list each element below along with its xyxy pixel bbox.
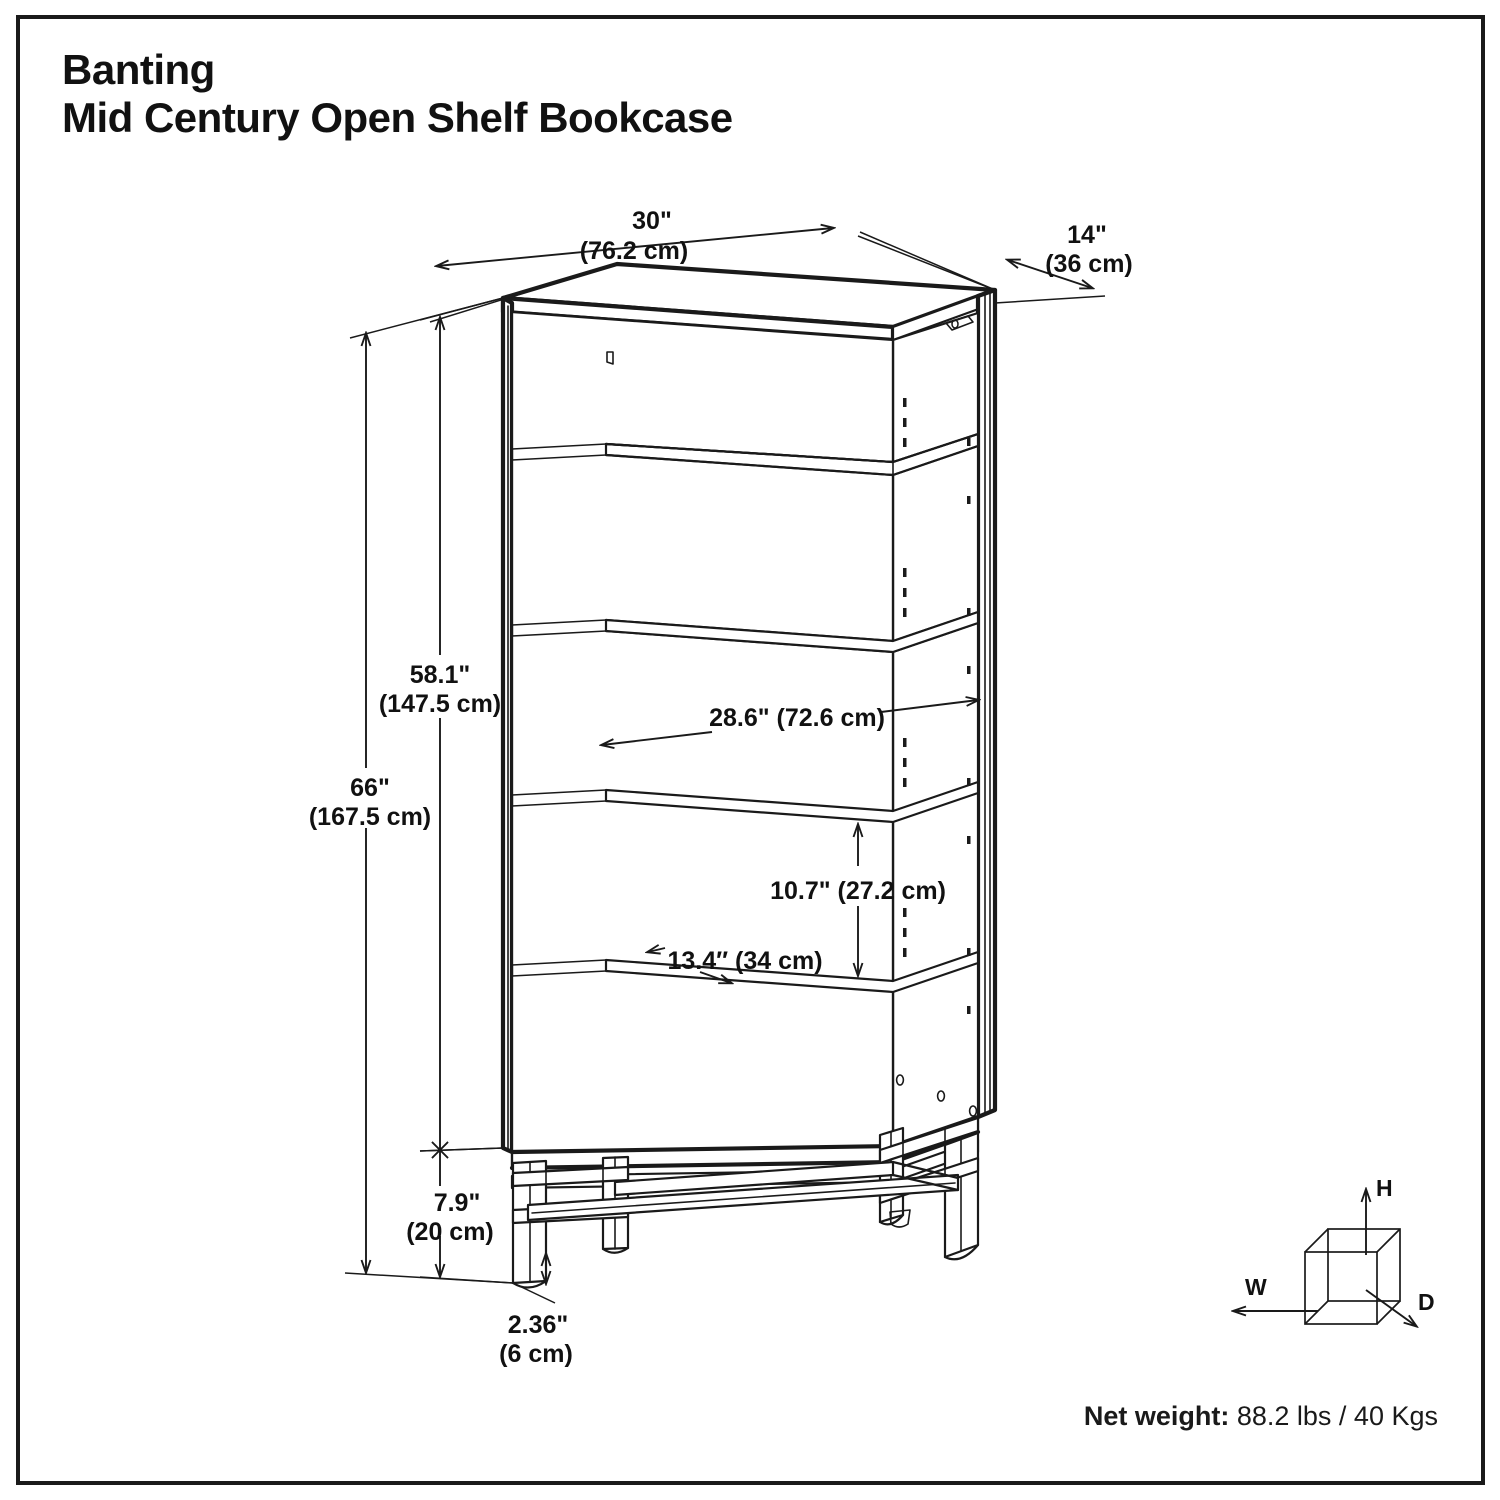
left-side-panel [500, 295, 515, 1155]
leg-width-imperial: 2.36" [508, 1311, 569, 1339]
bookcase-illustration [500, 261, 998, 1289]
overall-height-imperial: 66" [350, 774, 390, 802]
dimension-overall-height: 66" (167.5 cm) [309, 297, 514, 1284]
overall-height-metric: (167.5 cm) [309, 803, 431, 831]
shelf-3 [510, 780, 980, 824]
cabinet-height-metric: (147.5 cm) [379, 690, 501, 718]
cabinet-height-imperial: 58.1" [410, 661, 471, 689]
shelf-1 [510, 432, 980, 477]
base-height-imperial: 7.9" [434, 1189, 481, 1217]
legend-width-label: W [1245, 1274, 1267, 1300]
page-subtitle: Mid Century Open Shelf Bookcase [62, 94, 733, 141]
leg-width-metric: (6 cm) [499, 1340, 573, 1368]
overall-width-metric: (76.2 cm) [580, 237, 688, 265]
shelf-2 [510, 610, 980, 654]
dimension-cabinet-height: 58.1" (147.5 cm) [379, 297, 504, 1159]
legend-height-label: H [1376, 1175, 1393, 1201]
interior-width-label: 28.6" (72.6 cm) [709, 704, 885, 732]
shelf-4 [510, 950, 980, 994]
dimension-leg-width: 2.36" (6 cm) [499, 1254, 573, 1368]
overall-width-imperial: 30" [632, 207, 672, 235]
corner-bracket-right [945, 315, 974, 331]
axis-legend: H W D [1234, 1175, 1435, 1326]
shelf-pin-holes-side [967, 438, 971, 1014]
title-block: Banting Mid Century Open Shelf Bookcase [62, 46, 962, 142]
shelf-pin-holes-back [903, 398, 907, 957]
net-weight-label: Net weight: [1083, 1401, 1230, 1431]
net-weight-value: 88.2 lbs / 40 Kgs [1236, 1401, 1438, 1431]
page-title: Banting [62, 46, 215, 93]
shelf-clearance-label: 10.7" (27.2 cm) [770, 877, 946, 905]
legend-depth-label: D [1418, 1289, 1435, 1315]
dimension-overall-width: 30" (76.2 cm) [429, 207, 996, 323]
overall-depth-metric: (36 cm) [1045, 250, 1133, 278]
dimension-overall-depth: 14" (36 cm) [859, 221, 1133, 304]
dimension-shelf-clearance: 10.7" (27.2 cm) [770, 825, 946, 975]
assembly-holes [895, 1074, 978, 1117]
overall-depth-imperial: 14" [1067, 221, 1107, 249]
base-height-metric: (20 cm) [406, 1218, 494, 1246]
center-glide [889, 1209, 911, 1228]
base-frame [510, 1116, 980, 1289]
net-weight: Net weight: 88.2 lbs / 40 Kgs [1084, 1401, 1438, 1432]
dimension-base-height: 7.9" (20 cm) [406, 1141, 514, 1284]
dimension-shelf-depth: 13.4″ (34 cm) [648, 947, 823, 983]
right-side-panel [975, 287, 998, 1120]
interior-back-wall [510, 310, 895, 1154]
shelf-depth-label: 13.4″ (34 cm) [667, 947, 822, 975]
corner-bracket-left [606, 351, 614, 365]
dimension-interior-width: 28.6" (72.6 cm) [602, 700, 978, 745]
